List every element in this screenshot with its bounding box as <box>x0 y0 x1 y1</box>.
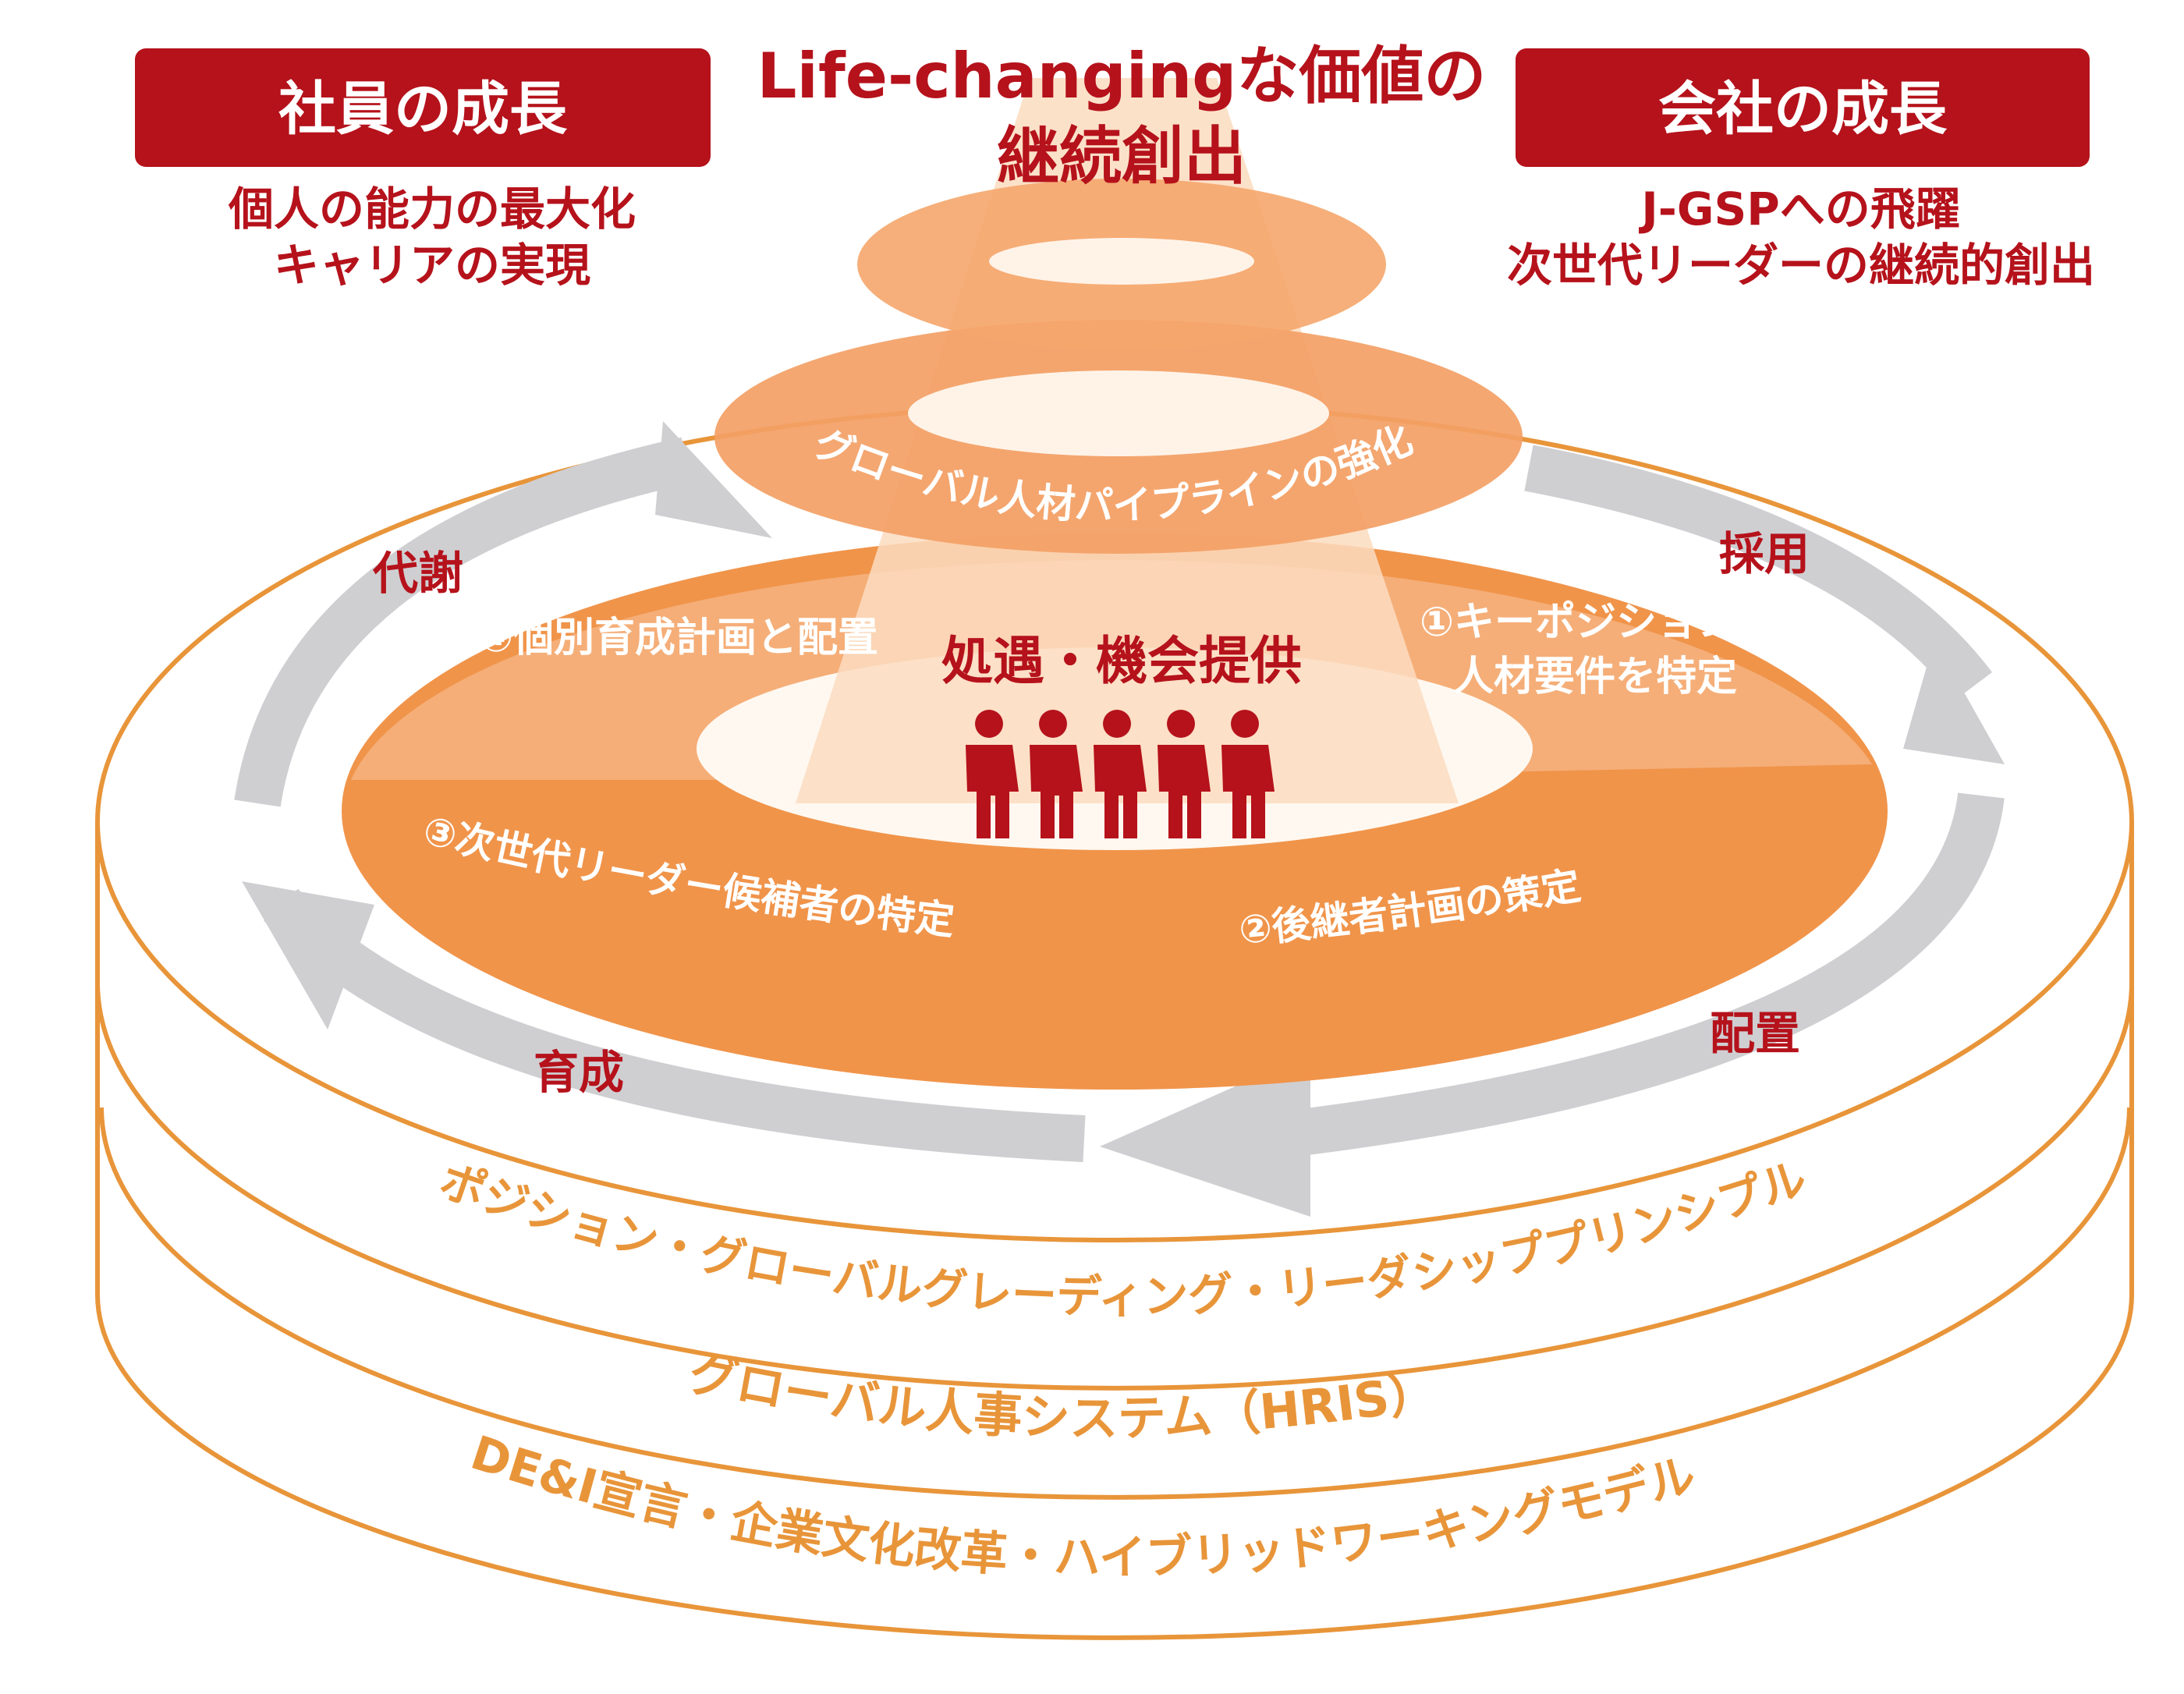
step-4: ④個別育成計画と配置 <box>479 615 878 661</box>
main-title-line2: 継続創出 <box>997 120 1246 193</box>
step-1-line2: 人材要件を特定 <box>1453 654 1737 700</box>
main-title-line1: Life-changingな価値の <box>757 40 1487 112</box>
company-growth-heading: 会社の成長 <box>1658 76 1948 143</box>
cycle-develop: 育成 <box>534 1046 624 1099</box>
employee-growth-box <box>135 48 711 167</box>
employee-growth-heading: 社員の成長 <box>278 76 568 143</box>
arrow-heads <box>242 421 2005 1217</box>
company-growth-box <box>1516 48 2090 167</box>
step-1-line1: ①キーポジションと <box>1420 599 1778 646</box>
employee-growth-line2: キャリアの実現 <box>274 239 590 292</box>
cycle-recruit: 採用 <box>1719 527 1810 580</box>
company-growth-line1: J-GSPへの飛躍 <box>1638 183 1961 236</box>
company-growth-line2: 次世代リーダーの継続的創出 <box>1507 239 2095 292</box>
people-icon <box>966 710 1275 838</box>
cycle-placement: 配置 <box>1710 1007 1800 1060</box>
cycle-metabolism: 代謝 <box>372 547 463 600</box>
employee-growth-line1: 個人の能力の最大化 <box>228 183 636 236</box>
center-label: 処遇・機会提供 <box>941 631 1302 691</box>
upper-rings <box>714 179 1523 554</box>
